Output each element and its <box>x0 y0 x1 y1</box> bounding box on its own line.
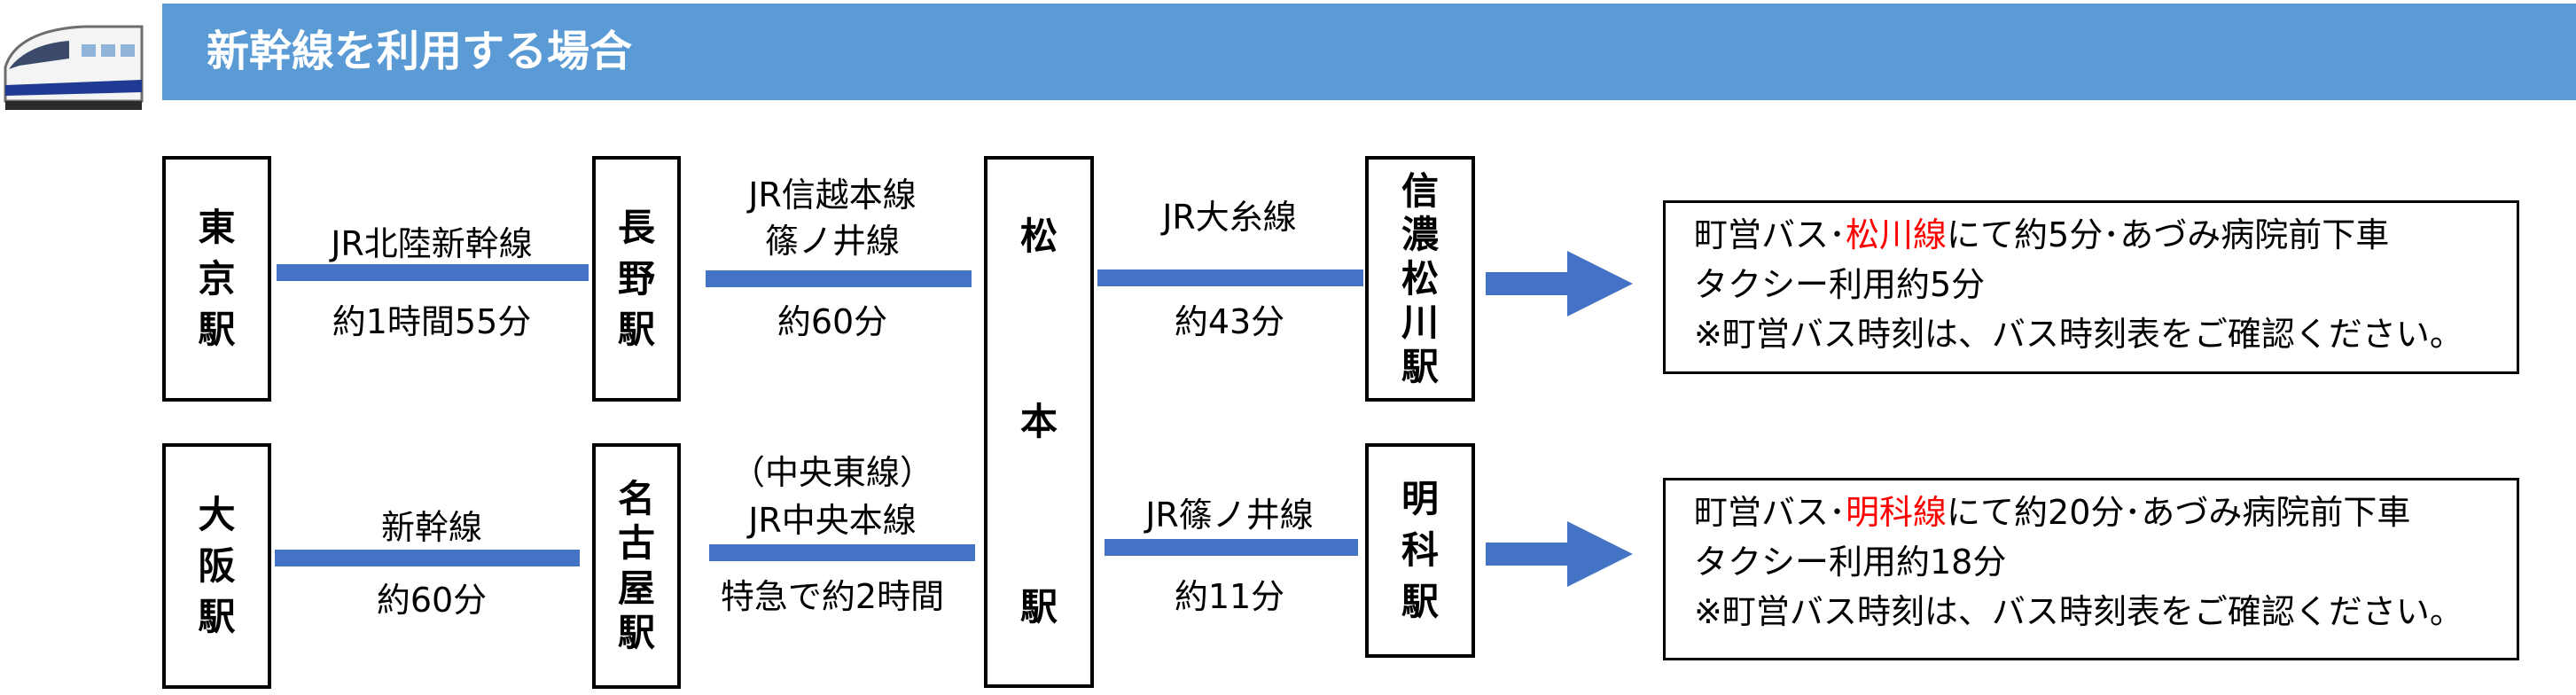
route-line-tokyo-nagano <box>277 264 589 281</box>
route-line-label: JR信越本線 <box>748 176 917 215</box>
station-char: 濃 <box>1401 213 1439 257</box>
route-time-label: 約11分 <box>1174 577 1285 616</box>
access-info-matsukawa: 町営バス･松川線にて約5分･あづみ病院前下車 タクシー利用約5分 ※町営バス時刻… <box>1663 200 2519 374</box>
route-time-label: 約60分 <box>376 581 488 620</box>
route-line-label: JR中央本線 <box>748 501 917 540</box>
bus-route-highlight: 明科線 <box>1846 493 1948 532</box>
station-char: 駅 <box>617 308 655 352</box>
route-line-nagoya-matsumoto <box>709 544 975 561</box>
info-text: にて約20分･あづみ病院前下車 <box>1947 493 2411 532</box>
station-char: 駅 <box>1401 579 1439 623</box>
station-char: 名 <box>617 476 655 520</box>
station-char: 信 <box>1401 168 1439 213</box>
station-char: 科 <box>1401 528 1439 573</box>
header-title: 新幹線を利用する場合 <box>207 27 633 76</box>
route-line-label: （中央東線） <box>730 453 933 492</box>
station-nagano: 長 野 駅 <box>592 156 681 402</box>
info-line: 町営バス･明科線にて約20分･あづみ病院前下車 <box>1694 488 2517 537</box>
station-char: 松 <box>1401 256 1439 301</box>
station-char: 古 <box>617 521 655 566</box>
station-matsumoto: 松 本 駅 <box>984 156 1094 688</box>
station-char: 川 <box>1401 301 1439 345</box>
station-char: 駅 <box>198 308 236 352</box>
info-line: ※町営バス時刻は、バス時刻表をご確認ください。 <box>1694 315 2463 354</box>
route-line-label: 新幹線 <box>380 508 482 547</box>
station-char: 本 <box>1019 400 1058 444</box>
station-shinano-matsukawa: 信 濃 松 川 駅 <box>1365 156 1475 402</box>
info-line: タクシー利用約18分 <box>1694 543 2007 582</box>
station-char: 東 <box>198 205 236 249</box>
route-time-label: 約43分 <box>1174 302 1285 341</box>
station-char: 駅 <box>1401 344 1439 388</box>
section-header: 新幹線を利用する場合 <box>162 4 2576 100</box>
station-char: 駅 <box>617 610 655 654</box>
route-line-label: 篠ノ井線 <box>764 222 900 261</box>
station-char: 大 <box>198 492 236 536</box>
station-char: 屋 <box>617 566 655 610</box>
access-info-meika: 町営バス･明科線にて約20分･あづみ病院前下車 タクシー利用約18分 ※町営バス… <box>1663 478 2519 660</box>
route-time-label: 約1時間55分 <box>332 302 532 341</box>
info-text: 町営バス･ <box>1694 215 1846 254</box>
station-nagoya: 名 古 屋 駅 <box>592 443 681 689</box>
bus-route-highlight: 松川線 <box>1846 215 1948 254</box>
route-time-label: 特急で約2時間 <box>720 577 945 616</box>
route-line-label: JR北陸新幹線 <box>331 224 533 263</box>
station-meika: 明 科 駅 <box>1365 443 1475 658</box>
info-text: 町営バス･ <box>1694 493 1846 532</box>
station-char: 明 <box>1401 477 1439 521</box>
route-line-matsumoto-meika <box>1105 539 1358 556</box>
route-time-label: 約60分 <box>777 302 888 341</box>
route-line-matsumoto-shinano <box>1097 269 1363 286</box>
shinkansen-train-icon <box>4 25 144 110</box>
station-char: 阪 <box>198 543 236 588</box>
station-char: 駅 <box>198 595 236 639</box>
station-char: 京 <box>198 256 236 301</box>
route-line-osaka-nagoya <box>275 550 580 566</box>
station-osaka: 大 阪 駅 <box>162 443 271 689</box>
station-char: 野 <box>617 256 655 301</box>
station-char: 松 <box>1019 215 1058 258</box>
station-char: 長 <box>617 205 655 249</box>
info-line: タクシー利用約5分 <box>1694 265 1986 304</box>
right-arrow-icon <box>1486 521 1633 587</box>
station-tokyo: 東 京 駅 <box>162 156 271 402</box>
route-line-nagano-matsumoto <box>706 270 972 287</box>
route-line-label: JR篠ノ井線 <box>1145 496 1314 535</box>
info-text: にて約5分･あづみ病院前下車 <box>1947 215 2390 254</box>
right-arrow-icon <box>1486 251 1633 316</box>
route-line-label: JR大糸線 <box>1162 198 1297 237</box>
info-line: ※町営バス時刻は、バス時刻表をご確認ください。 <box>1694 592 2463 631</box>
info-line: 町営バス･松川線にて約5分･あづみ病院前下車 <box>1694 210 2517 260</box>
station-char: 駅 <box>1019 585 1058 629</box>
